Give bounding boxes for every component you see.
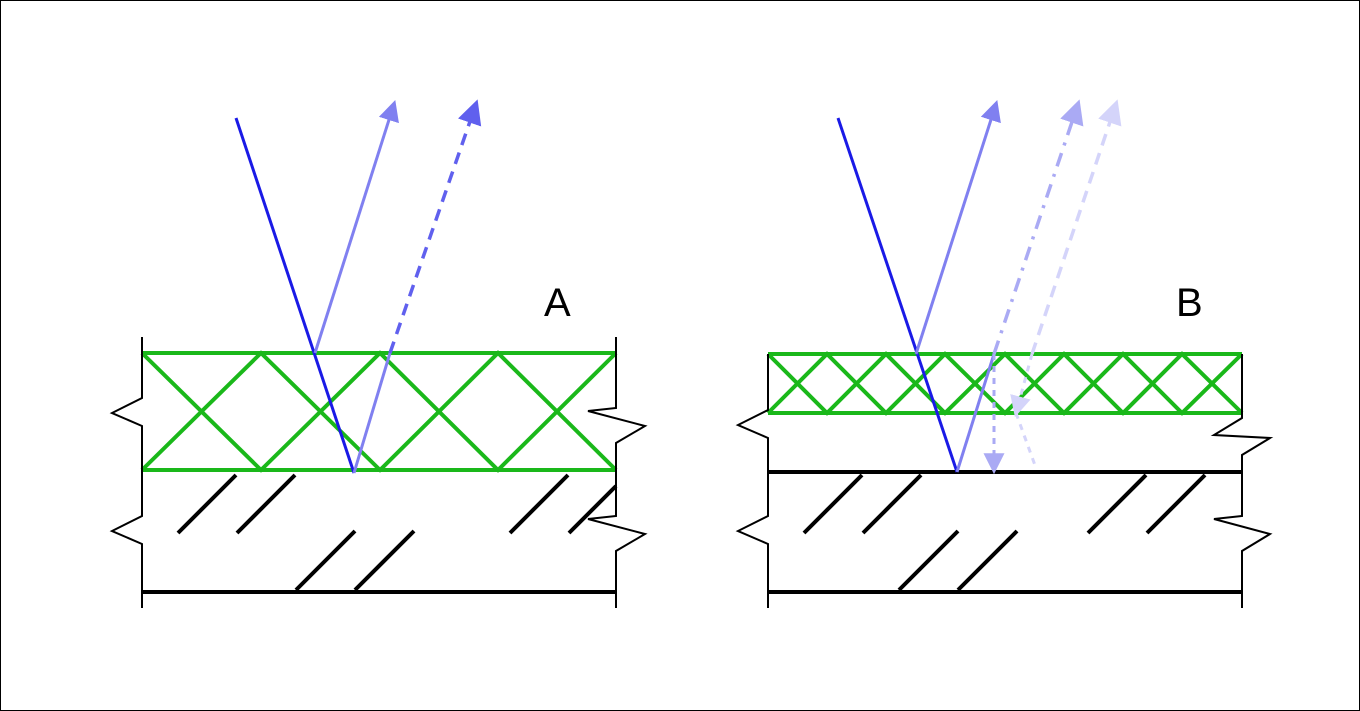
reflected-ray-top-b (914, 99, 1001, 355)
refracted-ray-inner-b (955, 353, 996, 473)
film-layer-b (766, 351, 1244, 416)
reflected-ray-bottom-a (388, 99, 482, 354)
rays-a (234, 99, 482, 474)
internal-ray-third-down-b (1014, 412, 1038, 469)
reflected-ray-third-b (1030, 99, 1122, 355)
diagonal-hatch-icon (802, 473, 1207, 592)
diagonal-hatch-icon (176, 473, 618, 592)
panel-b: B (735, 99, 1274, 608)
reflected-ray-second-b (992, 99, 1084, 355)
panel-label-b: B (1176, 281, 1203, 325)
refracted-ray-inner-a (352, 352, 392, 474)
rays-b (836, 99, 1122, 475)
zigzag-break-icon (109, 337, 143, 608)
substrate-b (735, 354, 1274, 608)
incident-ray-b (836, 117, 959, 473)
film-layer-a (140, 350, 618, 473)
internal-ray-third-b (1010, 353, 1034, 418)
reflected-ray-top-a (313, 99, 399, 354)
zigzag-break-icon (1210, 354, 1274, 608)
incident-ray-a (234, 117, 356, 474)
zigzag-break-icon (587, 337, 648, 608)
panel-a: A (109, 99, 648, 608)
zigzag-break-icon (735, 354, 769, 608)
panel-label-a: A (544, 281, 571, 325)
substrate-a (109, 337, 648, 608)
